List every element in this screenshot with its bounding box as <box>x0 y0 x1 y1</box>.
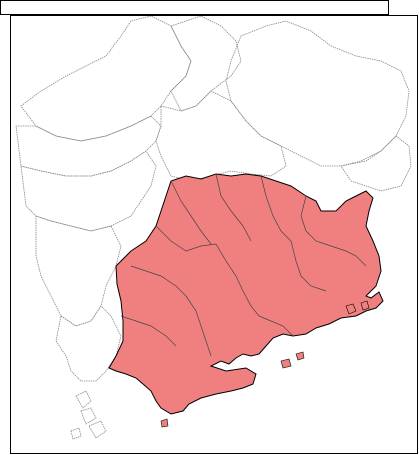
unselected-regions <box>15 16 412 440</box>
region-west-middle[interactable] <box>20 150 157 232</box>
region-north-west[interactable] <box>20 16 192 142</box>
region-islands-southwest[interactable] <box>70 390 107 440</box>
region-north-east[interactable] <box>225 20 410 167</box>
region-center-upper[interactable] <box>155 90 287 182</box>
highlighted-internal-borders <box>120 173 367 357</box>
region-west-upper[interactable] <box>15 115 162 177</box>
region-east-small[interactable] <box>340 135 412 192</box>
highlighted-region-group <box>108 173 384 428</box>
map-panel <box>10 15 418 454</box>
region-southwest[interactable] <box>55 305 122 382</box>
map-svg <box>15 16 412 440</box>
top-banner <box>0 0 389 15</box>
region-west-lower[interactable] <box>35 215 122 327</box>
highlighted-region[interactable] <box>108 173 384 415</box>
region-north-center[interactable] <box>170 16 242 112</box>
highlighted-islands <box>160 300 370 428</box>
